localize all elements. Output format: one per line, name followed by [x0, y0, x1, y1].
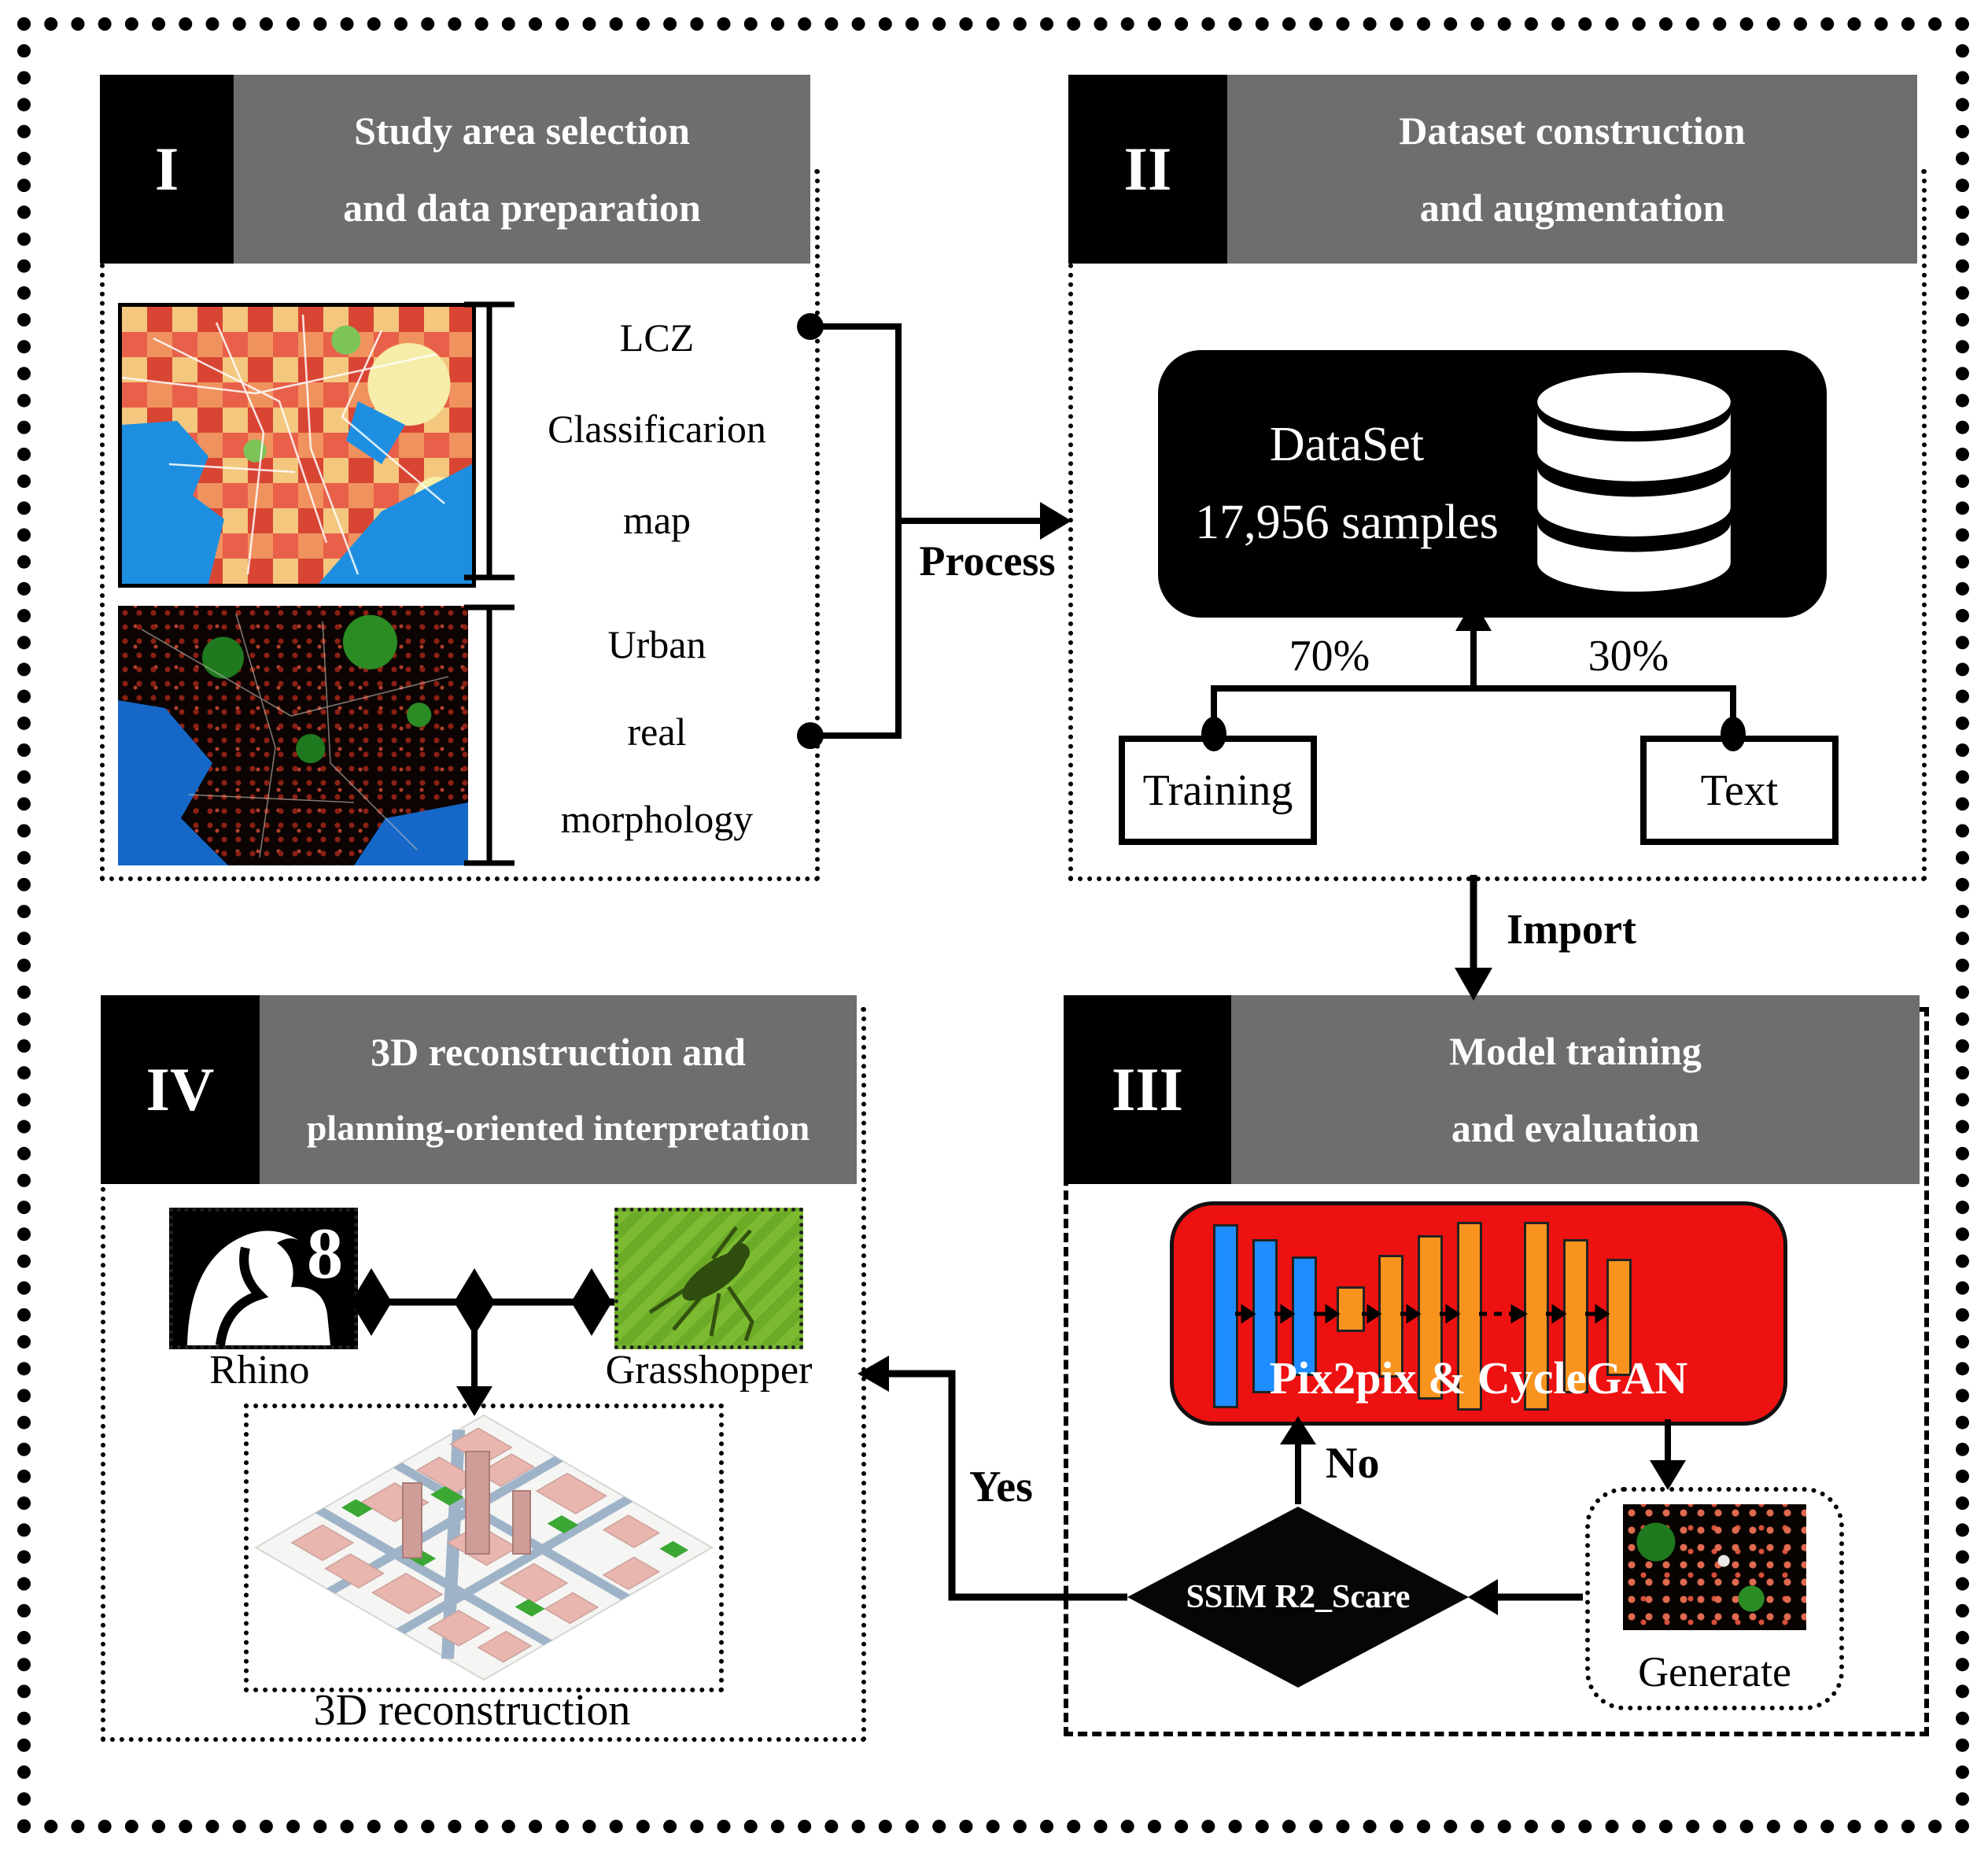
training-label: Training [1142, 766, 1293, 815]
lcz-map-water-roads [122, 314, 472, 584]
panel-1-header: I Study area selection and data preparat… [100, 75, 810, 264]
panel-2-title-line1: Dataset construction [1399, 109, 1746, 153]
dataset-samples: 17,956 samples [1195, 496, 1499, 549]
encoder-bar [1292, 1256, 1317, 1376]
database-icon [1537, 372, 1731, 592]
rhino-label: Rhino [209, 1348, 310, 1393]
panel-3-title-line1: Model training [1449, 1029, 1702, 1073]
encoder-bar [1213, 1224, 1238, 1408]
panel-4-title: 3D reconstruction and planning-oriented … [260, 995, 857, 1184]
rhino-head-icon [187, 1230, 330, 1345]
panel-3-title: Model training and evaluation [1231, 995, 1920, 1184]
urban-label-line2: real [627, 710, 687, 754]
grasshopper-label: Grasshopper [605, 1348, 813, 1393]
dataset-title: DataSet [1269, 418, 1425, 471]
panel-2-title-line2: and augmentation [1419, 185, 1725, 230]
split-30-label: 30% [1588, 632, 1669, 681]
import-label: Import [1507, 906, 1636, 953]
panel-3-header: III Model training and evaluation [1064, 995, 1920, 1184]
grasshopper-logo [614, 1208, 803, 1349]
latent-bar [1337, 1286, 1365, 1332]
panel-2-header: II Dataset construction and augmentation [1068, 75, 1917, 264]
generate-label: Generate [1638, 1648, 1791, 1695]
encoder-bar [1252, 1239, 1278, 1393]
lcz-label-line2: Classificarion [548, 407, 766, 451]
urban-map-water-roads [118, 613, 468, 865]
lcz-label-line3: map [622, 498, 692, 542]
rhino-8: 8 [307, 1213, 343, 1293]
text-box: Text [1640, 736, 1839, 845]
outer-dotted-border [17, 17, 1969, 1833]
process-label: Process [919, 537, 1056, 585]
panel-1-title-line2: and data preparation [343, 185, 701, 230]
text-label: Text [1700, 766, 1779, 815]
decoder-bar [1563, 1239, 1588, 1393]
dataset-box: DataSet 17,956 samples [1158, 350, 1827, 618]
panel-2-numeral: II [1068, 75, 1227, 264]
panel-3-title-line2: and evaluation [1451, 1105, 1700, 1150]
ssim-decision-label: SSIM R2_Scare [1186, 1579, 1411, 1615]
recon-3d-label: 3D reconstruction [313, 1686, 631, 1735]
gan-model-label: Pix2pix & CycleGAN [1269, 1352, 1688, 1404]
panel-1-title: Study area selection and data preparatio… [234, 75, 810, 264]
panel-4-title-line2: planning-oriented interpretation [306, 1108, 810, 1149]
panel-1-title-line1: Study area selection [354, 109, 690, 153]
urban-map-label: Urban real morphology [511, 622, 802, 842]
recon-3d-box [244, 1404, 724, 1692]
panel-3-numeral: III [1064, 995, 1231, 1184]
split-70-label: 70% [1289, 632, 1370, 681]
decoder-bar [1457, 1222, 1482, 1411]
lcz-label-line1: LCZ [619, 315, 695, 360]
training-box: Training [1119, 736, 1317, 845]
urban-label-line1: Urban [607, 622, 706, 666]
dataset-text: DataSet 17,956 samples [1182, 350, 1512, 618]
decoder-bar [1606, 1259, 1632, 1376]
lcz-map-label: LCZ Classificarion map [511, 315, 802, 543]
panel-2-title: Dataset construction and augmentation [1227, 75, 1917, 264]
grasshopper-icon [648, 1226, 754, 1341]
panel-1-numeral: I [100, 75, 234, 264]
generate-box: Generate [1585, 1487, 1844, 1710]
yes-label: Yes [969, 1463, 1033, 1511]
decoder-bar [1378, 1255, 1403, 1378]
rhino-logo: 8 [169, 1208, 358, 1349]
decoder-bar [1524, 1222, 1549, 1411]
gan-model-box: Pix2pix & CycleGAN [1170, 1201, 1787, 1426]
no-label: No [1326, 1439, 1380, 1488]
panel-4-numeral: IV [101, 995, 260, 1184]
lcz-classification-map-image [118, 303, 476, 588]
urban-label-line3: morphology [560, 797, 754, 841]
generated-map-image [1623, 1504, 1806, 1630]
recon-3d-image [253, 1414, 714, 1681]
panel-4-title-line1: 3D reconstruction and [371, 1030, 746, 1075]
urban-morphology-map-image [118, 606, 468, 865]
panel-4-header: IV 3D reconstruction and planning-orient… [101, 995, 857, 1184]
decoder-bar [1418, 1235, 1443, 1400]
gan-bar-arrows [1235, 1304, 1610, 1324]
